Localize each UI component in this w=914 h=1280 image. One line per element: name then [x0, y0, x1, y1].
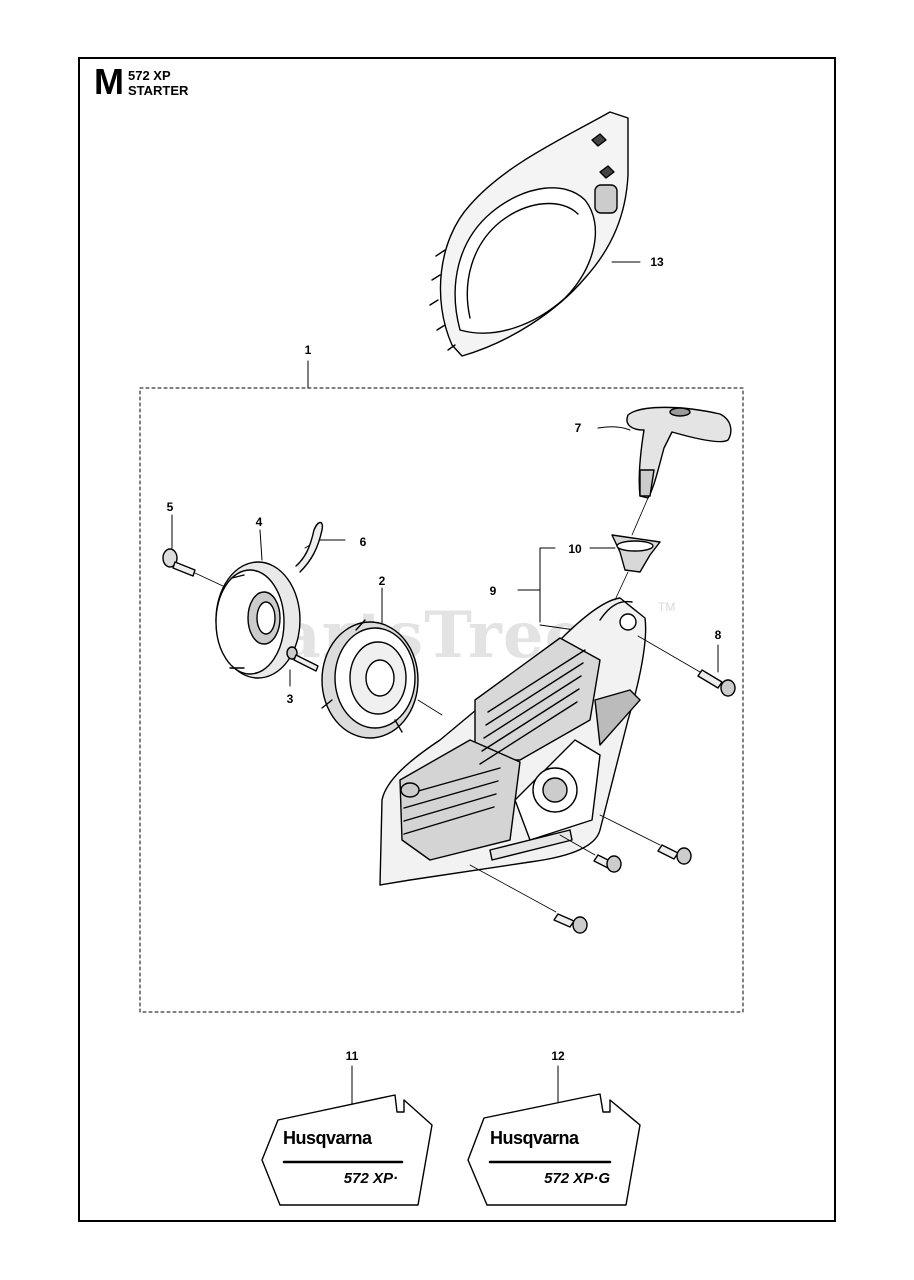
callout-11: 11 — [345, 1049, 359, 1063]
callout-2: 2 — [378, 574, 386, 588]
callout-7: 7 — [574, 421, 582, 435]
housing-screws — [469, 814, 692, 934]
part-10-guide — [611, 534, 661, 601]
callout-6: 6 — [359, 535, 367, 549]
decal-right-model: 572 XP·G — [544, 1170, 610, 1187]
part-3-screw — [286, 646, 319, 672]
callout-13: 13 — [650, 255, 664, 269]
section-title: 572 XP STARTER — [128, 68, 188, 98]
callout-1: 1 — [304, 343, 312, 357]
model-label: 572 XP — [128, 68, 171, 83]
part-13-cover — [429, 111, 641, 357]
section-letter: M — [94, 61, 124, 102]
part-8-screw — [637, 635, 736, 697]
decal-right-brand: Husqvarna — [490, 1128, 579, 1148]
part-11-decal — [261, 1094, 433, 1206]
assembly-box — [139, 387, 744, 1013]
part-12-decal — [467, 1093, 641, 1206]
decal-left-brand: Husqvarna — [283, 1128, 372, 1148]
callout-3: 3 — [286, 692, 294, 706]
watermark-tm: TM — [658, 600, 676, 614]
diagram-frame — [78, 57, 836, 1222]
callout-10: 10 — [568, 542, 582, 556]
part-4-pulley — [215, 561, 301, 679]
part-2-spring — [321, 619, 443, 739]
callout-5: 5 — [166, 500, 174, 514]
callout-4: 4 — [255, 515, 263, 529]
callout-8: 8 — [714, 628, 722, 642]
section-name: STARTER — [128, 83, 189, 98]
callout-9: 9 — [489, 584, 497, 598]
decal-left-model: 572 XP· — [343, 1170, 398, 1187]
part-7-handle — [626, 406, 732, 536]
callout-12: 12 — [551, 1049, 565, 1063]
part-6-rope — [295, 521, 324, 573]
part-9-housing — [379, 597, 647, 886]
